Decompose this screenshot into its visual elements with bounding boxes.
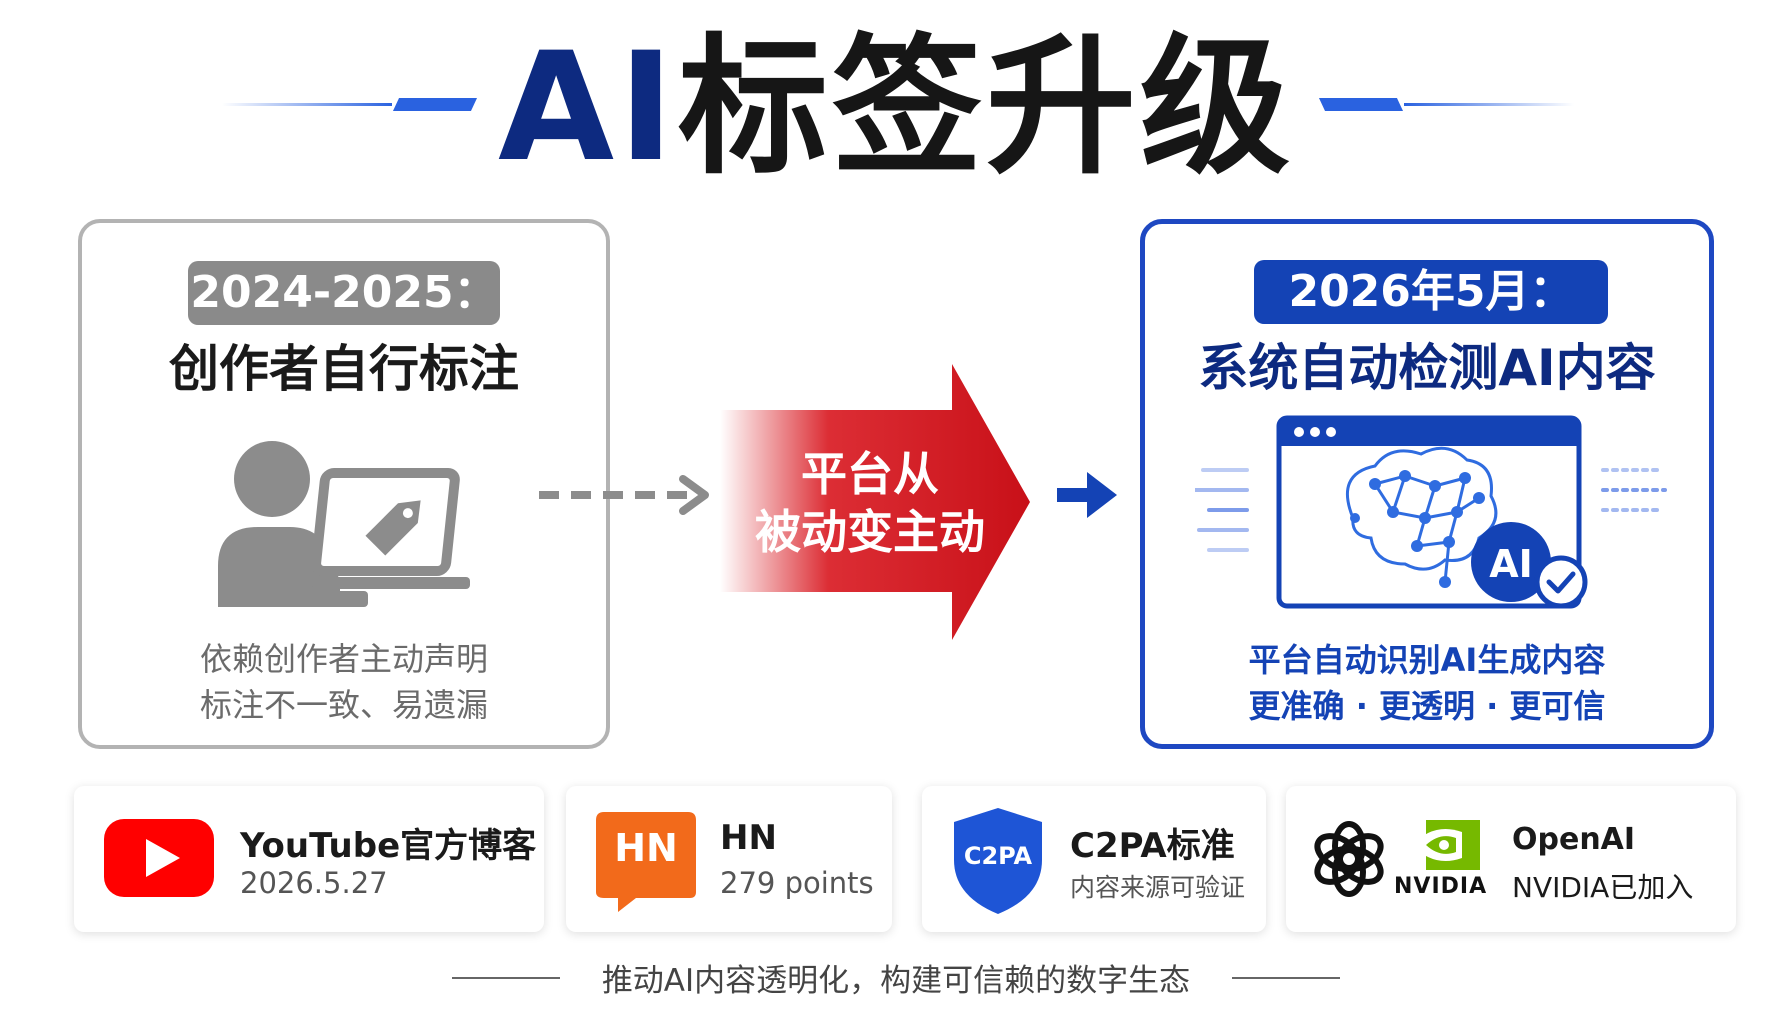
hn-logo-icon bbox=[596, 812, 696, 912]
after-period-badge: 2026年5月： bbox=[1254, 260, 1608, 324]
shift-arrow bbox=[720, 364, 1030, 640]
page-title: AI标签升级 bbox=[0, 28, 1792, 188]
hn-logo-text: HN bbox=[614, 826, 678, 870]
title-deco-dash-right bbox=[1318, 98, 1404, 111]
c2pa-shield-text: C2PA bbox=[963, 842, 1033, 870]
source-sub-c2pa: 内容来源可验证 bbox=[1070, 873, 1246, 902]
dashed-arrow-icon bbox=[539, 475, 709, 515]
after-heading: 系统自动检测AI内容 bbox=[1198, 339, 1656, 397]
title-rest: 标签升级 bbox=[677, 21, 1294, 195]
nvidia-eye-icon bbox=[1412, 820, 1480, 870]
source-card-youtube: YouTube官方博客 2026.5.27 bbox=[74, 786, 544, 932]
title-area: AI标签升级 bbox=[0, 20, 1792, 190]
source-card-hn: HN HN 279 points bbox=[566, 786, 892, 932]
before-description: 依赖创作者主动声明 标注不一致、易遗漏 bbox=[82, 636, 606, 728]
source-card-openai: NVIDIA OpenAI NVIDIA已加入 bbox=[1286, 786, 1736, 932]
before-desc-line-2: 标注不一致、易遗漏 bbox=[199, 686, 488, 724]
title-deco-line-left bbox=[222, 103, 392, 106]
source-sub-youtube: 2026.5.27 bbox=[240, 866, 388, 900]
source-title-hn: HN bbox=[720, 818, 777, 858]
after-desc-line-2: 更准确 · 更透明 · 更可信 bbox=[1248, 687, 1606, 725]
speed-lines-left bbox=[1195, 468, 1249, 552]
before-period-badge: 2024-2025： bbox=[188, 261, 500, 325]
source-sub-hn: 279 points bbox=[720, 866, 874, 900]
c2pa-shield-icon bbox=[954, 808, 1042, 914]
shift-label-line-2: 被动变主动 bbox=[755, 505, 985, 559]
nvidia-wordmark: NVIDIA bbox=[1394, 874, 1488, 899]
shift-label-line-1: 平台从 bbox=[801, 447, 939, 501]
after-desc-line-1: 平台自动识别AI生成内容 bbox=[1248, 641, 1606, 679]
ai-badge-label: AI bbox=[1489, 542, 1533, 586]
source-sub-openai: NVIDIA已加入 bbox=[1512, 871, 1694, 904]
title-deco-line-right bbox=[1404, 103, 1574, 106]
footer-line-right bbox=[1232, 977, 1340, 979]
before-panel: 2024-2025： 创作者自行标注 依赖创作者主动声明 标注不一致、易遗漏 bbox=[78, 219, 610, 749]
openai-logo-icon bbox=[1314, 821, 1384, 897]
speed-lines-right bbox=[1601, 468, 1667, 512]
creator-laptop-icon bbox=[218, 441, 470, 607]
youtube-logo-icon bbox=[104, 819, 214, 897]
footer-tagline: 推动AI内容透明化，构建可信赖的数字生态 bbox=[601, 963, 1191, 999]
footer-line-left bbox=[452, 977, 560, 979]
title-ai: AI bbox=[498, 21, 678, 195]
source-title-c2pa: C2PA标准 bbox=[1070, 826, 1235, 866]
after-description: 平台自动识别AI生成内容 更准确 · 更透明 · 更可信 bbox=[1145, 637, 1709, 729]
after-panel: 2026年5月： 系统自动检测AI内容 bbox=[1140, 219, 1714, 749]
blue-arrow-icon bbox=[1057, 472, 1117, 518]
shift-arrow-label: 平台从 被动变主动 bbox=[720, 445, 1020, 561]
before-desc-line-1: 依赖创作者主动声明 bbox=[199, 640, 488, 678]
before-heading: 创作者自行标注 bbox=[169, 340, 519, 398]
source-title-youtube: YouTube官方博客 bbox=[240, 826, 537, 866]
source-title-openai: OpenAI bbox=[1512, 822, 1636, 857]
source-card-c2pa: C2PA C2PA标准 内容来源可验证 bbox=[922, 786, 1266, 932]
ai-detection-illustration bbox=[1195, 415, 1667, 609]
